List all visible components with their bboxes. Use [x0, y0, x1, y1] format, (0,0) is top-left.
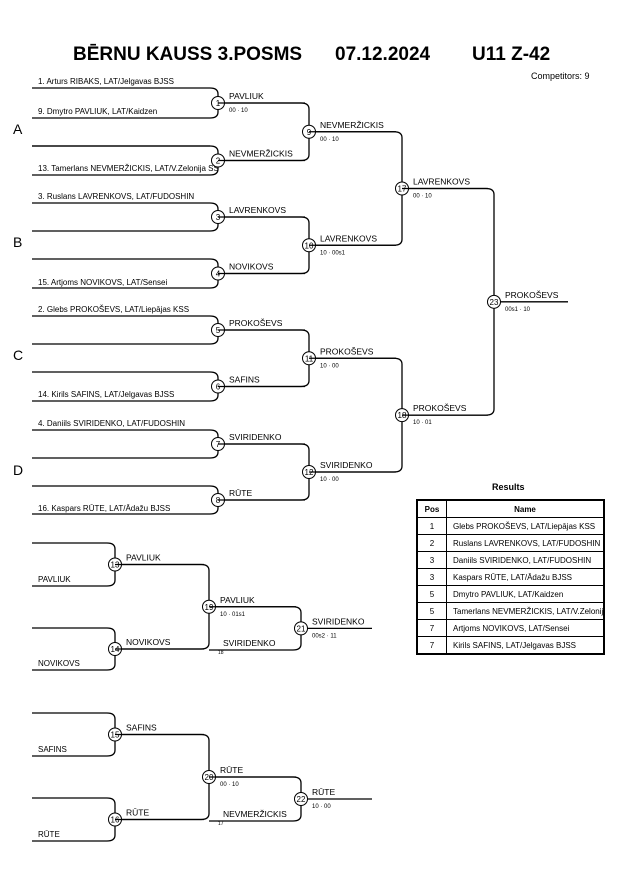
entrant-name: 13. Tamerlans NEVMERŽICKIS, LAT/V.Zeloni…: [38, 164, 219, 173]
result-pos: 7: [416, 619, 447, 637]
entrant-name: 4. Daniils SVIRIDENKO, LAT/FUDOSHIN: [38, 419, 185, 428]
winner-name: RŪTE: [312, 787, 335, 797]
winner-name: PAVLIUK: [229, 91, 264, 101]
pool-label: C: [13, 347, 23, 363]
bronze-opponent-name: SVIRIDENKO: [223, 638, 276, 648]
result-pos: 1: [416, 517, 447, 535]
entrant-name: 14. Kirils SAFINS, LAT/Jelgavas BJSS: [38, 390, 174, 399]
match-score: 10 · 00: [320, 477, 339, 483]
match-number-circle: [294, 792, 308, 806]
entrant-name: 16. Kaspars RŪTE, LAT/Ādažu BJSS: [38, 504, 170, 513]
match-score: 00 · 10: [413, 194, 432, 200]
result-name: Ruslans LAVRENKOVS, LAT/FUDOSHIN: [446, 534, 605, 552]
result-name: Kirils SAFINS, LAT/Jelgavas BJSS: [446, 636, 605, 655]
winner-name: RŪTE: [220, 765, 243, 775]
results-header-name: Name: [446, 499, 605, 518]
repechage-name: SAFINS: [38, 745, 67, 754]
result-name: Daniils SVIRIDENKO, LAT/FUDOSHIN: [446, 551, 605, 569]
winner-name: PROKOŠEVS: [229, 318, 283, 328]
winner-name: SAFINS: [126, 723, 157, 733]
match-number: 22: [297, 795, 306, 804]
results-header-pos: Pos: [416, 499, 447, 518]
result-pos: 7: [416, 636, 447, 655]
pool-label: D: [13, 462, 23, 478]
pool-label: B: [13, 234, 22, 250]
winner-name: NEVMERŽICKIS: [229, 149, 293, 159]
result-pos: 3: [416, 568, 447, 586]
result-name: Artjoms NOVIKOVS, LAT/Sensei: [446, 619, 605, 637]
winner-name: SAFINS: [229, 375, 260, 385]
match-score: 00 · 10: [220, 782, 239, 788]
winner-name: NOVIKOVS: [229, 262, 274, 272]
match-score: 00s2 · 11: [312, 633, 337, 639]
match-score: 10 · 00: [320, 363, 339, 369]
winner-name: RŪTE: [126, 808, 149, 818]
bronze-opponent-ref: 17: [218, 821, 224, 827]
entrant-name: 9. Dmytro PAVLIUK, LAT/Kaidzen: [38, 107, 157, 116]
results-title: Results: [492, 482, 525, 492]
winner-name: SVIRIDENKO: [229, 432, 282, 442]
entrant-name: 3. Ruslans LAVRENKOVS, LAT/FUDOSHIN: [38, 192, 194, 201]
match-score: 10 · 01: [413, 420, 432, 426]
pool-label: A: [13, 121, 23, 137]
winner-name: PROKOŠEVS: [413, 403, 467, 413]
winner-name: LAVRENKOVS: [413, 177, 470, 187]
repechage-name: RŪTE: [38, 830, 60, 839]
match-score: 00 · 10: [320, 137, 339, 143]
match-number: 21: [297, 624, 306, 633]
winner-name: PROKOŠEVS: [320, 346, 374, 356]
match-score: 10 · 00: [312, 804, 331, 810]
repechage-name: NOVIKOVS: [38, 659, 80, 668]
match-number-circle: [487, 294, 501, 309]
result-name: Tamerlans NEVMERŽICKIS, LAT/V.Zelonija: [446, 602, 605, 620]
winner-name: NOVIKOVS: [126, 637, 171, 647]
entrant-name: 2. Glebs PROKOŠEVS, LAT/Liepājas KSS: [38, 305, 189, 314]
result-name: Dmytro PAVLIUK, LAT/Kaidzen: [446, 585, 605, 603]
repechage-name: PAVLIUK: [38, 575, 71, 584]
match-score: 10 · 01s1: [220, 612, 246, 618]
match-number: 23: [490, 298, 499, 307]
winner-name: RŪTE: [229, 488, 252, 498]
winner-name: SVIRIDENKO: [320, 460, 373, 470]
winner-name: PAVLIUK: [126, 553, 161, 563]
winner-name: SVIRIDENKO: [312, 616, 365, 626]
match-number-circle: [294, 621, 308, 636]
winner-name: NEVMERŽICKIS: [320, 120, 384, 130]
winner-name: LAVRENKOVS: [229, 205, 286, 215]
match-score: 00 · 10: [229, 108, 248, 114]
event-date: 07.12.2024: [335, 44, 431, 65]
event-category: U11 Z-42: [472, 44, 551, 65]
page-title: BĒRNU KAUSS 3.POSMS 07.12.2024 U11 Z-42: [0, 44, 630, 72]
results-header-row: Pos Name: [416, 499, 605, 518]
winner-name: PROKOŠEVS: [505, 290, 559, 300]
bronze-opponent-ref: 18: [218, 650, 224, 656]
competitor-count: Competitors: 9: [531, 71, 590, 81]
result-pos: 5: [416, 602, 447, 620]
result-name: Kaspars RŪTE, LAT/Ādažu BJSS: [446, 568, 605, 586]
event-title: BĒRNU KAUSS 3.POSMS: [73, 44, 303, 65]
winner-name: PAVLIUK: [220, 595, 255, 605]
match-score: 10 · 00s1: [320, 250, 346, 256]
winner-name: LAVRENKOVS: [320, 233, 377, 243]
match-score: 00s1 · 10: [505, 307, 531, 313]
result-name: Glebs PROKOŠEVS, LAT/Liepājas KSS: [446, 517, 605, 535]
result-pos: 5: [416, 585, 447, 603]
entrant-name: 15. Artjoms NOVIKOVS, LAT/Sensei: [38, 278, 167, 287]
result-pos: 3: [416, 551, 447, 569]
bronze-opponent-name: NEVMERŽICKIS: [223, 809, 287, 819]
entrant-name: 1. Arturs RIBAKS, LAT/Jelgavas BJSS: [38, 77, 174, 86]
result-pos: 2: [416, 534, 447, 552]
